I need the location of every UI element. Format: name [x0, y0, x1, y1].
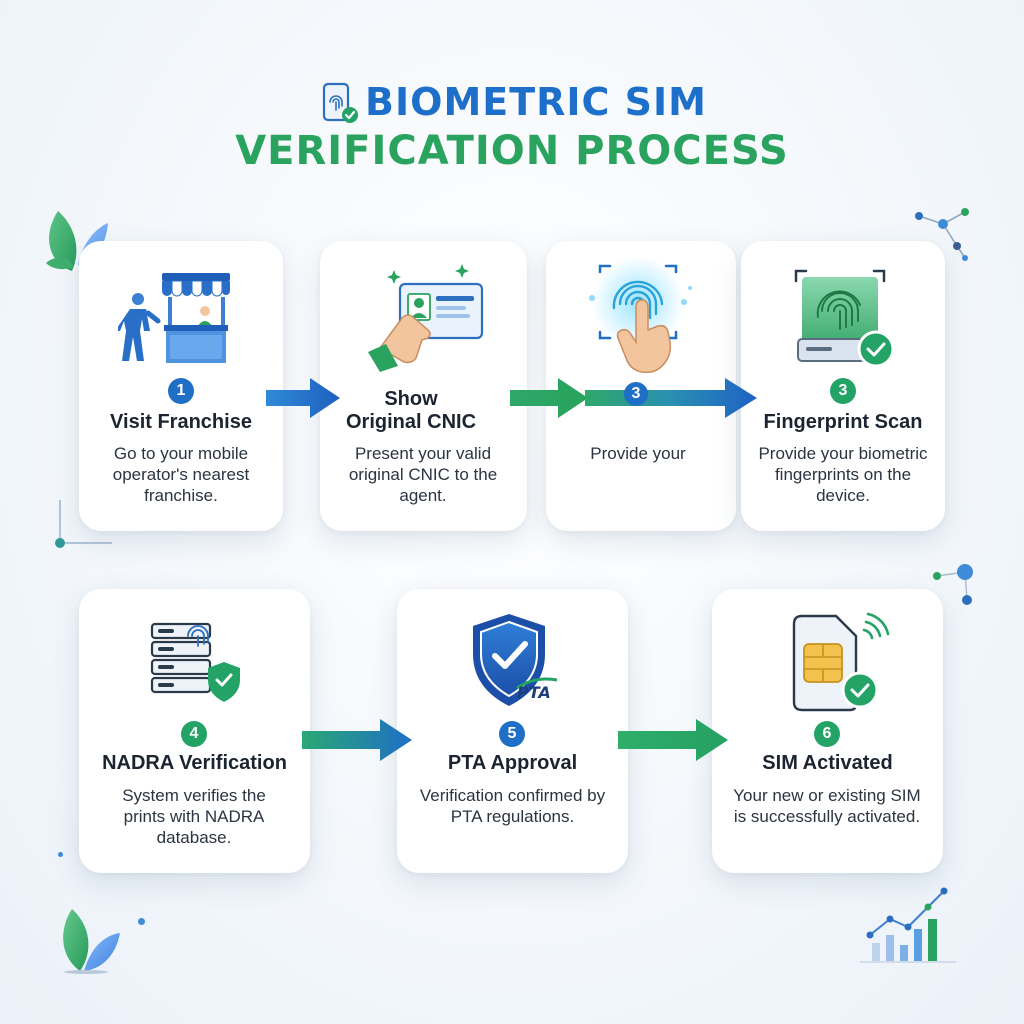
franchise-kiosk-icon [118, 273, 230, 363]
page-title-line2: VERIFICATION PROCESS [235, 128, 789, 174]
arrow-right-3 [585, 378, 757, 418]
fingerprint-scanner-icon [794, 269, 895, 368]
nodes-decoration-right [933, 564, 973, 605]
step-number-badge: 3 [830, 378, 856, 404]
step-number-badge: 4 [181, 721, 207, 747]
step-number-badge: 1 [168, 378, 194, 404]
line-node-decoration-left [55, 500, 112, 548]
arrow-right-1 [266, 378, 340, 418]
dot-decoration [138, 918, 145, 925]
step-title: PTA Approval [447, 752, 578, 774]
step-number-badge: 3 [624, 382, 648, 406]
fingerprint-touch-icon [589, 258, 692, 374]
step-description: Verification confirmed by PTA regulation… [419, 786, 606, 826]
step-description: Provide your biometric fingerprints on t… [758, 444, 928, 505]
pta-shield-icon: PTA [473, 614, 558, 706]
leaf-decoration-bottom-left [63, 909, 120, 974]
step-description: Go to your mobile operator's nearest fra… [112, 444, 250, 505]
arrow-right-2 [510, 378, 588, 418]
step-description: Present your valid original CNIC to the … [348, 444, 498, 505]
step-description: Your new or existing SIM is successfully… [733, 786, 921, 826]
step-number-badge: 6 [814, 721, 840, 747]
step-description: System verifies the prints with NADRA da… [122, 786, 266, 847]
step-title: NADRA Verification [102, 752, 287, 774]
page-title-line1: BIOMETRIC SIM [365, 80, 707, 124]
cnic-card-icon [368, 264, 484, 372]
step-title: Show Original CNIC [346, 388, 477, 433]
database-fingerprint-icon [150, 622, 240, 702]
step-title: SIM Activated [762, 752, 893, 774]
bar-chart-decoration-bottom-right [860, 887, 956, 963]
arrow-right-4 [302, 719, 412, 761]
step-number-badge: 5 [499, 721, 525, 747]
network-nodes-decoration-top-right [915, 208, 969, 261]
step-title: Fingerprint Scan [763, 411, 923, 433]
sim-activated-icon [792, 612, 890, 712]
step-description: Provide your [590, 444, 686, 463]
pta-logo-text: PTA [517, 683, 551, 702]
step-title: Visit Franchise [110, 411, 252, 433]
fingerprint-phone-icon [322, 82, 358, 123]
dot-decoration [58, 852, 63, 857]
arrow-right-5 [618, 719, 728, 761]
